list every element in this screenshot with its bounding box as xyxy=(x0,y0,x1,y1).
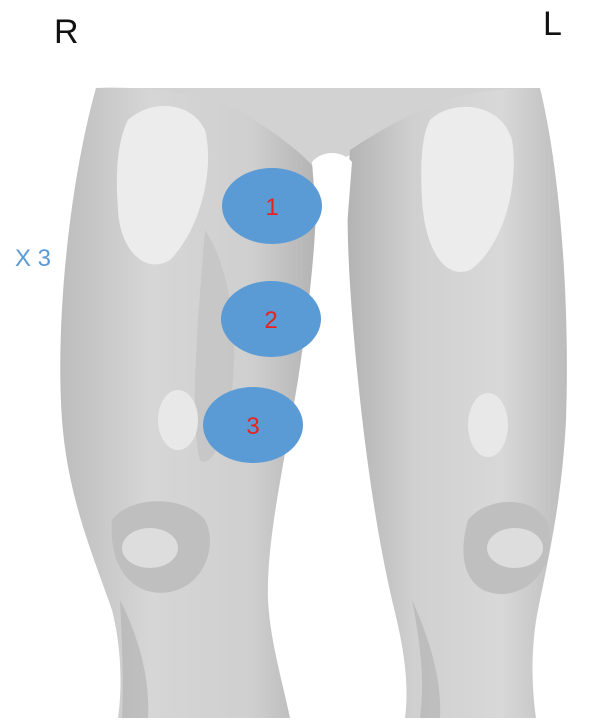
injection-site-3: 3 xyxy=(203,387,303,463)
left-side-label: L xyxy=(543,7,562,41)
left-knee-highlight xyxy=(487,528,543,568)
injection-site-3-label: 3 xyxy=(246,413,259,440)
left-knee-highlight-upper xyxy=(468,393,508,457)
right-knee-highlight-upper xyxy=(158,390,198,450)
right-knee-highlight xyxy=(122,528,178,568)
repetitions-label: X 3 xyxy=(15,247,51,271)
injection-site-1: 1 xyxy=(222,168,322,244)
injection-site-2-label: 2 xyxy=(264,307,277,334)
injection-site-1-label: 1 xyxy=(265,194,278,221)
right-side-label: R xyxy=(54,15,79,49)
injection-site-2: 2 xyxy=(221,281,321,357)
